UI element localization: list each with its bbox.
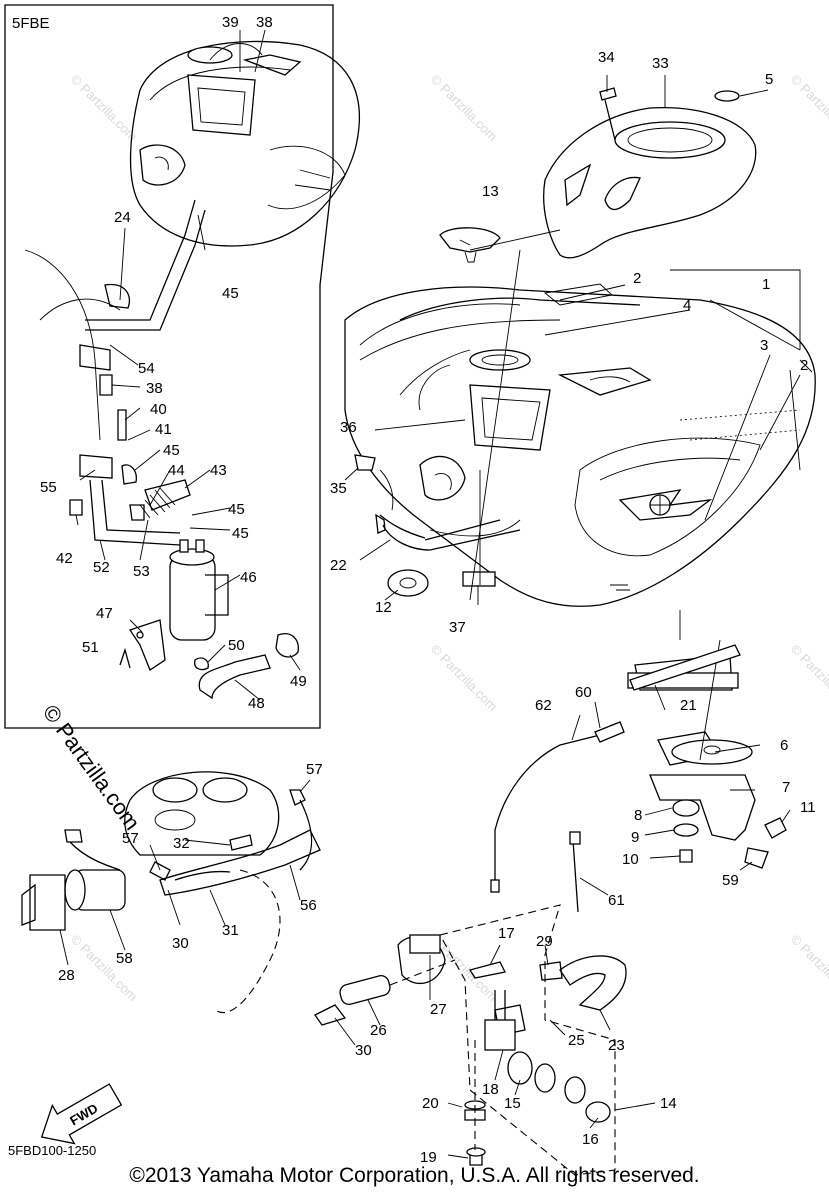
callout-21: 21 [680, 697, 697, 714]
callout-5: 5 [765, 71, 773, 88]
callout-62: 62 [535, 697, 552, 714]
callout-35: 35 [330, 480, 347, 497]
callout-30: 30 [172, 935, 189, 952]
callout-46: 46 [240, 569, 257, 586]
callout-42: 42 [56, 550, 73, 567]
callout-56: 56 [300, 897, 317, 914]
leader-lines [59, 29, 801, 1159]
callout-38: 38 [256, 14, 273, 31]
fuel-cock-assembly [397, 904, 627, 1176]
callout-28: 28 [58, 967, 75, 984]
callout-16: 16 [582, 1131, 599, 1148]
callout-15: 15 [504, 1095, 521, 1112]
callout-25: 25 [568, 1032, 585, 1049]
inset-label: 5FBE [12, 15, 50, 32]
callout-26: 26 [370, 1022, 387, 1039]
callout-24: 24 [114, 209, 131, 226]
callout-44: 44 [168, 462, 185, 479]
callout-51: 51 [82, 639, 99, 656]
inset-tank [129, 40, 360, 247]
callout-27: 27 [430, 1001, 447, 1018]
callout-54: 54 [138, 360, 155, 377]
callout-11: 11 [800, 799, 816, 816]
callout-59: 59 [722, 872, 739, 889]
callout-52: 52 [93, 559, 110, 576]
watermark-text: © Partzilla.com [788, 642, 829, 715]
callout-labels: 39 38 24 45 54 38 40 41 45 44 43 45 45 5… [40, 14, 816, 1166]
callout-17: 17 [498, 925, 515, 942]
callout-34: 34 [598, 49, 615, 66]
callout-13: 13 [482, 183, 499, 200]
callout-37: 37 [449, 619, 466, 636]
callout-6: 6 [780, 737, 788, 754]
callout-9: 9 [631, 829, 639, 846]
callout-49: 49 [290, 673, 307, 690]
callout-32: 32 [173, 835, 190, 852]
lower-left-parts [21, 771, 456, 1026]
fwd-arrow: FWD [40, 1083, 123, 1145]
watermark-text: © Partzilla.com [788, 932, 829, 1005]
watermark-text: © Partzilla.com [428, 642, 501, 715]
callout-4: 4 [683, 297, 691, 314]
watermark-text: © Partzilla.com [788, 72, 829, 145]
callout-55: 55 [40, 479, 57, 496]
callout-10: 10 [622, 851, 639, 868]
callout-53: 53 [133, 563, 150, 580]
tank-accessories [354, 227, 613, 597]
callout-2: 2 [633, 270, 641, 287]
callout-57: 57 [122, 830, 139, 847]
callout-2: 2 [800, 357, 808, 374]
fuel-tank [344, 286, 816, 607]
callout-7: 7 [782, 779, 790, 796]
callout-3: 3 [760, 337, 768, 354]
callout-36: 36 [340, 419, 357, 436]
callout-38: 38 [146, 380, 163, 397]
inset-fuel-pump-assembly [24, 199, 299, 700]
callout-23: 23 [608, 1037, 625, 1054]
callout-18: 18 [482, 1081, 499, 1098]
callout-8: 8 [634, 807, 642, 824]
callout-30: 30 [355, 1042, 372, 1059]
callout-45: 45 [163, 442, 180, 459]
callout-31: 31 [222, 922, 239, 939]
callout-33: 33 [652, 55, 669, 72]
callout-58: 58 [116, 950, 133, 967]
watermarks: © Partzilla.com © Partzilla.com © Partzi… [68, 72, 829, 1005]
watermark-text: © Partzilla.com [428, 72, 501, 145]
callout-1: 1 [762, 276, 770, 293]
callout-50: 50 [228, 637, 245, 654]
callout-48: 48 [248, 695, 265, 712]
callout-40: 40 [150, 401, 167, 418]
callout-61: 61 [608, 892, 625, 909]
callout-47: 47 [96, 605, 113, 622]
callout-19: 19 [420, 1149, 437, 1166]
callout-41: 41 [155, 421, 172, 438]
callout-43: 43 [210, 462, 227, 479]
watermark-text: © Partzilla.com [68, 932, 141, 1005]
callout-29: 29 [536, 933, 553, 950]
cables-and-straps [490, 610, 741, 913]
callout-39: 39 [222, 14, 239, 31]
inset-frame [4, 4, 334, 729]
callout-60: 60 [575, 684, 592, 701]
diagram-code: 5FBD100-1250 [8, 1143, 96, 1158]
callout-57: 57 [306, 761, 323, 778]
callout-12: 12 [375, 599, 392, 616]
tank-cover [543, 87, 757, 259]
callout-22: 22 [330, 557, 347, 574]
callout-45: 45 [228, 501, 245, 518]
watermark-text: © Partzilla.com [68, 72, 141, 145]
callout-20: 20 [422, 1095, 439, 1112]
copyright-notice: ©2013 Yamaha Motor Corporation, U.S.A. A… [129, 1164, 700, 1187]
callout-45: 45 [222, 285, 239, 302]
callout-45: 45 [232, 525, 249, 542]
callout-14: 14 [660, 1095, 677, 1112]
